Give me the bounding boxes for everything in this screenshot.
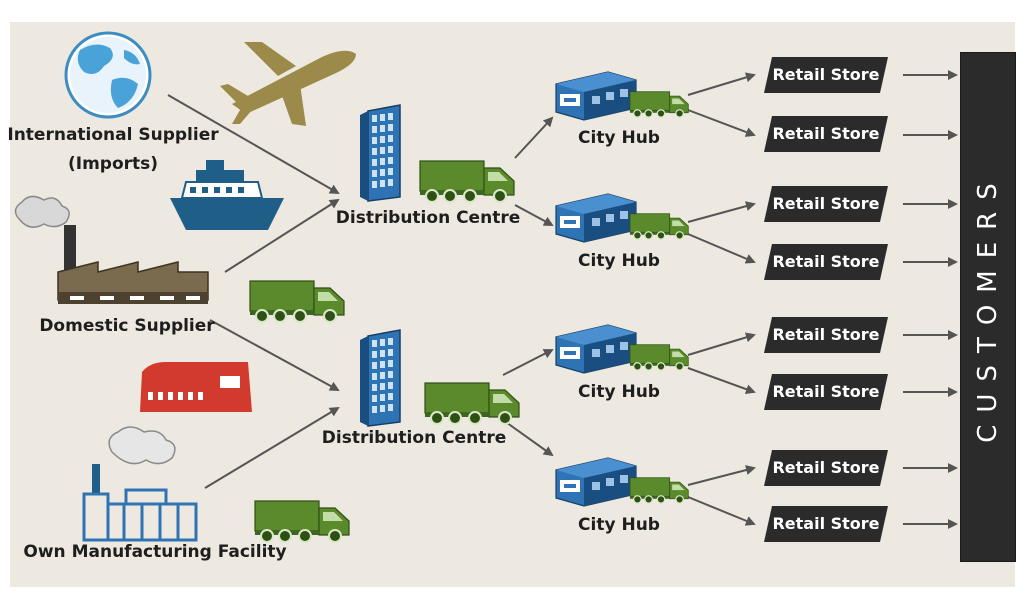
truck-icon — [424, 382, 520, 425]
retail-store-tag: Retail Store — [764, 506, 888, 542]
retail-store-tag: Retail Store — [764, 57, 888, 93]
retail-store-label: Retail Store — [772, 382, 880, 401]
own-manufacturing-facility-label: Own Manufacturing Facility — [23, 542, 287, 562]
domestic-supplier-label: Domestic Supplier — [39, 316, 215, 336]
warehouse-icon — [555, 457, 637, 507]
truck-icon — [249, 280, 345, 323]
manufacturing-plant-icon — [82, 426, 198, 542]
truck-icon — [629, 344, 689, 371]
retail-store-tag: Retail Store — [764, 317, 888, 353]
globe-icon — [64, 31, 152, 119]
retail-store-tag: Retail Store — [764, 374, 888, 410]
distribution-centre-label: Distribution Centre — [321, 428, 507, 448]
retail-store-label: Retail Store — [772, 194, 880, 213]
retail-store-label: Retail Store — [772, 458, 880, 477]
retail-store-tag: Retail Store — [764, 450, 888, 486]
truck-icon — [629, 477, 689, 504]
international-supplier-sublabel: (Imports) — [67, 154, 159, 174]
truck-icon — [629, 91, 689, 118]
office-tower-icon — [359, 329, 401, 427]
truck-icon — [629, 213, 689, 240]
city-hub-label: City Hub — [578, 382, 660, 402]
warehouse-icon — [555, 71, 637, 121]
city-hub-label: City Hub — [578, 251, 660, 271]
warehouse-icon — [555, 193, 637, 243]
customers-label: CUSTOMERS — [973, 171, 1003, 443]
factory-icon — [14, 195, 209, 304]
city-hub-label: City Hub — [578, 128, 660, 148]
train-icon — [140, 362, 252, 412]
distribution-centre-label: Distribution Centre — [335, 208, 521, 228]
flow-arrows — [167, 70, 958, 529]
retail-store-label: Retail Store — [772, 514, 880, 533]
retail-store-label: Retail Store — [772, 252, 880, 271]
office-tower-icon — [359, 104, 401, 202]
customers-bar: CUSTOMERS — [960, 52, 1016, 562]
airplane-icon — [220, 42, 356, 126]
truck-icon — [254, 500, 350, 543]
ship-icon — [170, 160, 284, 230]
retail-store-tag: Retail Store — [764, 244, 888, 280]
international-supplier-label: International Supplier — [7, 125, 219, 145]
retail-store-tag: Retail Store — [764, 116, 888, 152]
warehouse-icon — [555, 324, 637, 374]
retail-store-tag: Retail Store — [764, 186, 888, 222]
city-hub-label: City Hub — [578, 515, 660, 535]
retail-store-label: Retail Store — [772, 65, 880, 84]
retail-store-label: Retail Store — [772, 124, 880, 143]
truck-icon — [419, 160, 515, 203]
retail-store-label: Retail Store — [772, 325, 880, 344]
